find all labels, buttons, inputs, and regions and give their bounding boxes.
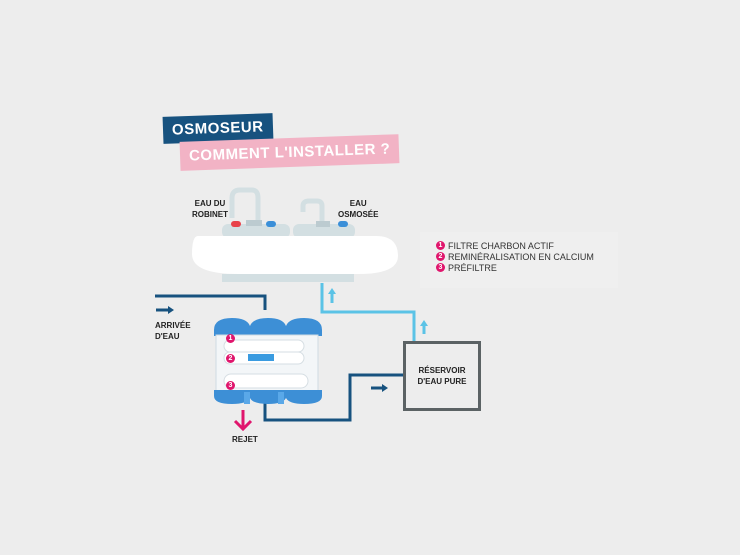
legend-label: PRÉFILTRE (448, 262, 497, 273)
legend-number: 2 (436, 252, 445, 261)
sink (192, 187, 398, 282)
filter-marker-1: 1 (226, 334, 235, 343)
legend-label: REMINÉRALISATION EN CALCIUM (448, 251, 594, 262)
legend-number: 1 (436, 241, 445, 250)
filter-marker-2: 2 (226, 354, 235, 363)
pipes (155, 283, 416, 422)
legend-label: FILTRE CHARBON ACTIF (448, 240, 554, 251)
label-reject: REJET (232, 435, 258, 444)
legend-number: 3 (436, 263, 445, 272)
filter-marker-3: 3 (226, 381, 235, 390)
arrows (156, 288, 428, 432)
